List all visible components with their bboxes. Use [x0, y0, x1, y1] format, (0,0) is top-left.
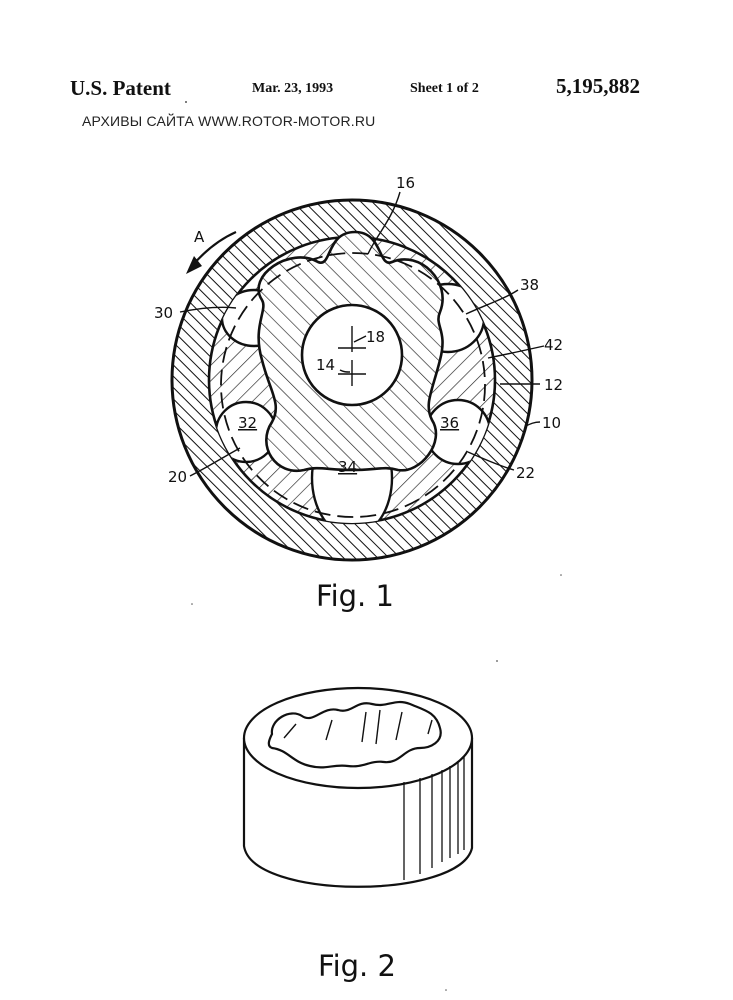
label-22: 22 [516, 464, 535, 482]
inner-bore-profile [267, 700, 442, 769]
label-38: 38 [520, 276, 539, 294]
label-18: 18 [366, 328, 385, 346]
scan-specks [185, 101, 562, 991]
label-32: 32 [238, 414, 257, 432]
rotation-arrowhead [186, 256, 202, 274]
patent-number: 5,195,882 [556, 74, 640, 98]
bore-shading [283, 709, 433, 745]
label-42: 42 [544, 336, 563, 354]
label-A: A [194, 228, 205, 246]
shading-lines [403, 756, 465, 880]
label-10: 10 [542, 414, 561, 432]
label-36: 36 [440, 414, 459, 432]
center-marks [338, 326, 366, 386]
fig2-rotor-perspective: Fig. 2 [242, 686, 474, 983]
patent-date: Mar. 23, 1993 [252, 81, 334, 96]
port-outline-dashed [220, 252, 486, 518]
archive-watermark: АРХИВЫ САЙТА WWW.ROTOR-MOTOR.RU [82, 113, 376, 129]
label-14: 14 [316, 356, 335, 374]
label-12: 12 [544, 376, 563, 394]
leader-lines [179, 191, 545, 477]
label-20: 20 [168, 468, 187, 486]
fig1-rotor-section: 16 A 38 30 18 42 14 12 32 36 10 34 20 22… [154, 174, 563, 613]
fig2-caption: Fig. 2 [318, 949, 396, 983]
patent-label: U.S. Patent [70, 76, 171, 100]
fig1-caption: Fig. 1 [316, 579, 394, 613]
label-30: 30 [154, 304, 173, 322]
shaft-bore [300, 303, 404, 407]
label-16: 16 [396, 174, 415, 192]
sheet-indicator: Sheet 1 of 2 [410, 81, 479, 96]
label-34: 34 [338, 458, 357, 476]
